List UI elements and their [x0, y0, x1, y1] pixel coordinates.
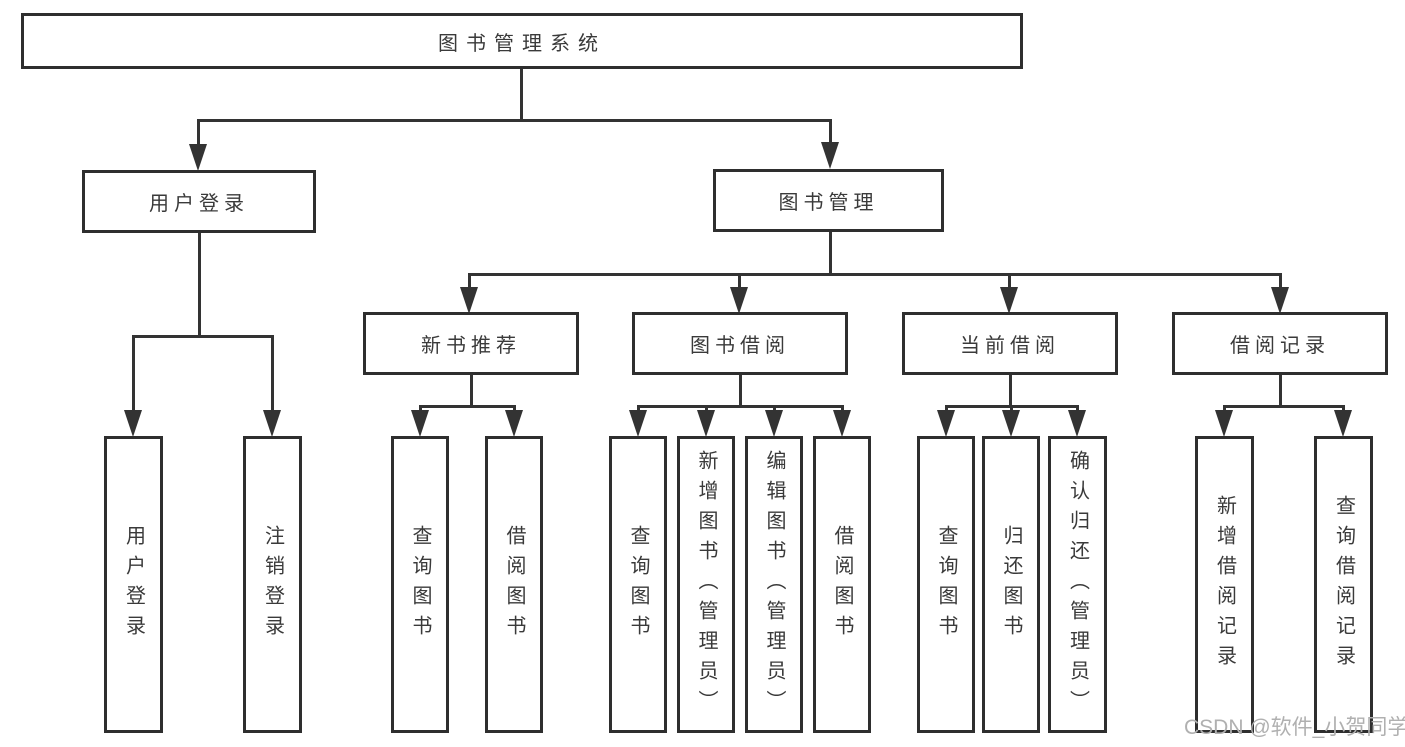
connector-line	[945, 405, 948, 413]
arrow-down-icon	[460, 287, 478, 314]
node-label: 新增图书（管理员）	[695, 449, 717, 720]
arrow-down-icon	[1334, 410, 1352, 437]
connector-line	[419, 405, 422, 413]
connector-line	[829, 232, 832, 276]
connector-line	[773, 405, 776, 413]
node-label: 查询图书	[627, 524, 649, 645]
arrow-down-icon	[411, 410, 429, 437]
leaf-user-login: 用户登录	[104, 436, 163, 733]
leaf-logout: 注销登录	[243, 436, 302, 733]
connector-line	[468, 273, 471, 291]
arrow-down-icon	[833, 410, 851, 437]
node-label: 图书管理	[778, 192, 879, 214]
watermark: CSDN @软件_小贺同学	[1184, 716, 1405, 739]
connector-line	[271, 335, 274, 413]
connector-line	[132, 335, 135, 413]
connector-line	[1009, 375, 1012, 408]
node-user-login: 用户登录	[82, 170, 316, 233]
node-label: 查询借阅记录	[1332, 494, 1355, 675]
leaf-query-books-recommend: 查询图书	[391, 436, 449, 733]
arrow-down-icon	[189, 144, 207, 171]
arrow-down-icon	[937, 410, 955, 437]
connector-line	[468, 273, 1282, 276]
node-label: 借阅图书	[503, 524, 525, 645]
connector-line	[419, 405, 516, 408]
node-label: 当前借阅	[960, 335, 1060, 357]
node-label: 新书推荐	[421, 335, 521, 357]
leaf-borrow-books-recommend: 借阅图书	[485, 436, 543, 733]
connector-line	[1279, 273, 1282, 291]
connector-line	[197, 119, 832, 122]
node-borrowing-records: 借阅记录	[1172, 312, 1388, 375]
node-new-book-recommendation: 新书推荐	[363, 312, 579, 375]
arrow-down-icon	[1000, 287, 1018, 314]
arrow-down-icon	[1215, 410, 1233, 437]
connector-line	[198, 233, 201, 338]
node-label: 借阅记录	[1230, 335, 1330, 357]
connector-line	[470, 374, 473, 408]
connector-line	[705, 405, 708, 413]
leaf-add-borrow-record: 新增借阅记录	[1195, 436, 1254, 733]
connector-line	[1223, 405, 1345, 408]
arrow-down-icon	[821, 142, 839, 169]
node-label: 图书管理系统	[438, 32, 606, 55]
node-book-borrowing: 图书借阅	[632, 312, 848, 375]
connector-line	[1010, 405, 1013, 413]
leaf-query-books-current: 查询图书	[917, 436, 975, 733]
connector-line	[637, 405, 640, 413]
leaf-edit-book-admin: 编辑图书（管理员）	[745, 436, 803, 733]
connector-line	[829, 119, 832, 147]
leaf-borrow-books-borrowing: 借阅图书	[813, 436, 871, 733]
connector-line	[1008, 273, 1011, 291]
arrow-down-icon	[629, 410, 647, 437]
leaf-return-books: 归还图书	[982, 436, 1040, 733]
node-label: 归还图书	[1000, 524, 1022, 645]
node-label: 确认归还（管理员）	[1066, 449, 1089, 720]
node-book-management: 图书管理	[713, 169, 944, 232]
connector-line	[520, 69, 523, 122]
node-label: 用户登录	[149, 193, 249, 215]
leaf-add-book-admin: 新增图书（管理员）	[677, 436, 735, 733]
leaf-query-books-borrowing: 查询图书	[609, 436, 667, 733]
arrow-down-icon	[1002, 410, 1020, 437]
node-current-borrowing: 当前借阅	[902, 312, 1118, 375]
connector-line	[637, 405, 844, 408]
arrow-down-icon	[765, 410, 783, 437]
node-system-root: 图书管理系统	[21, 13, 1023, 69]
connector-line	[739, 375, 742, 408]
connector-line	[197, 119, 200, 149]
leaf-query-borrow-record: 查询借阅记录	[1314, 436, 1373, 733]
node-label: 图书借阅	[690, 335, 790, 357]
node-label: 用户登录	[122, 524, 145, 645]
connector-line	[1076, 405, 1079, 413]
leaf-confirm-return-admin: 确认归还（管理员）	[1048, 436, 1107, 733]
node-label: 注销登录	[261, 524, 284, 645]
node-label: 查询图书	[935, 524, 957, 645]
connector-line	[1223, 405, 1226, 413]
arrow-down-icon	[1068, 410, 1086, 437]
connector-line	[1342, 405, 1345, 413]
connector-line	[132, 335, 274, 338]
node-label: 新增借阅记录	[1213, 494, 1236, 675]
arrow-down-icon	[697, 410, 715, 437]
node-label: 借阅图书	[831, 524, 853, 645]
node-label: 编辑图书（管理员）	[763, 449, 785, 720]
connector-line	[841, 405, 844, 413]
arrow-down-icon	[505, 410, 523, 437]
connector-line	[513, 405, 516, 413]
arrow-down-icon	[730, 287, 748, 314]
node-label: 查询图书	[409, 524, 431, 645]
connector-line	[738, 273, 741, 291]
arrow-down-icon	[124, 410, 142, 437]
arrow-down-icon	[1271, 287, 1289, 314]
connector-line	[1279, 375, 1282, 408]
arrow-down-icon	[263, 410, 281, 437]
